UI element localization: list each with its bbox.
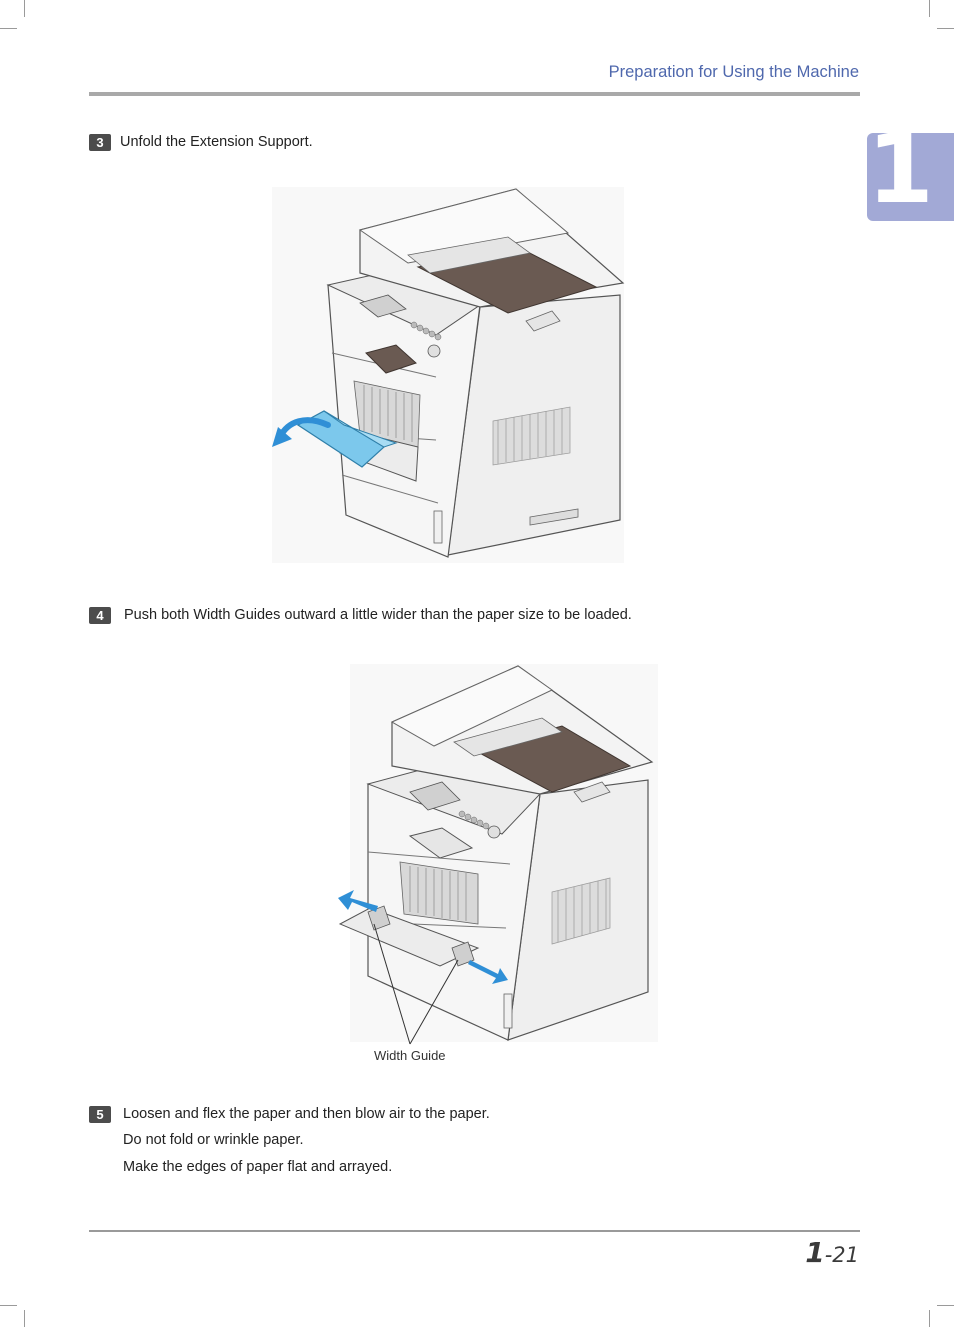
crop-mark — [24, 1310, 25, 1327]
figure-printer-width-guides — [338, 664, 658, 1045]
crop-mark — [929, 0, 930, 17]
step-badge: 5 — [89, 1106, 111, 1123]
step-3: 3 Unfold the Extension Support. — [89, 134, 313, 151]
footer-rule — [89, 1230, 860, 1232]
step-text: Unfold the Extension Support. — [120, 134, 313, 150]
page-separator: - — [824, 1243, 833, 1267]
page-header-title: Preparation for Using the Machine — [608, 63, 859, 81]
crop-mark — [24, 0, 25, 17]
chapter-tab-number: 1 — [867, 113, 934, 225]
width-guide-callout: Width Guide — [374, 1048, 446, 1063]
page-index: 21 — [832, 1243, 859, 1267]
header-rule — [89, 92, 860, 96]
step-badge: 3 — [89, 134, 111, 151]
step-5: 5 Loosen and flex the paper and then blo… — [89, 1106, 490, 1123]
crop-mark — [937, 1305, 954, 1306]
crop-mark — [937, 28, 954, 29]
step-5-note-2: Make the edges of paper flat and arrayed… — [123, 1159, 393, 1175]
step-text: Push both Width Guides outward a little … — [124, 607, 632, 623]
crop-mark — [929, 1310, 930, 1327]
step-badge: 4 — [89, 607, 111, 624]
chapter-tab: 1 — [867, 121, 954, 221]
step-text: Loosen and flex the paper and then blow … — [123, 1106, 490, 1122]
step-5-note-1: Do not fold or wrinkle paper. — [123, 1132, 304, 1148]
crop-mark — [0, 1305, 17, 1306]
crop-mark — [0, 28, 17, 29]
page-chapter: 1 — [805, 1236, 825, 1269]
step-4: 4 Push both Width Guides outward a littl… — [89, 607, 632, 624]
figure-printer-extension-support — [272, 187, 625, 563]
page-number: 1-21 — [805, 1236, 859, 1269]
